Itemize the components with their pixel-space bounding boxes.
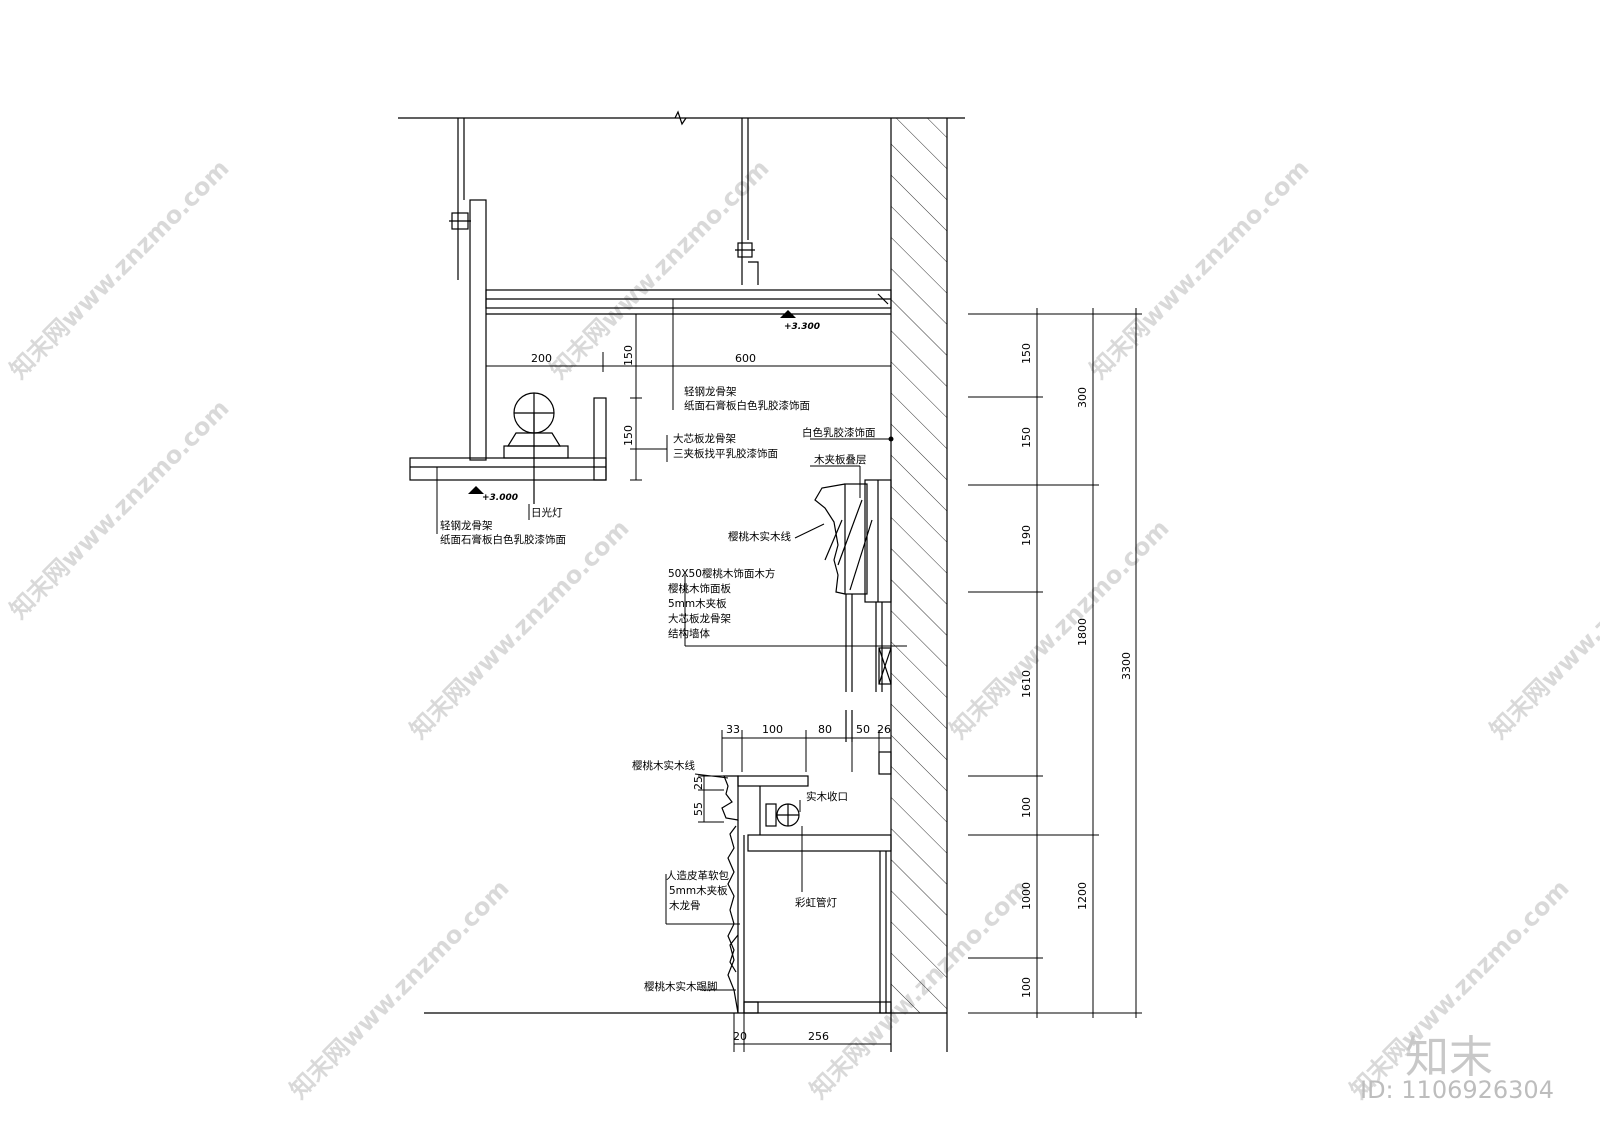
upper-cornice bbox=[814, 479, 892, 603]
dim-right-300: 300 bbox=[1076, 387, 1089, 408]
label-gypsum-1: 纸面石膏板白色乳胶漆饰面 bbox=[684, 399, 810, 412]
watermark-text: 知末网www.znzmo.com bbox=[404, 514, 634, 744]
watermark-text: 知末网www.znzmo.com bbox=[4, 154, 234, 384]
dim-cap-55: 55 bbox=[692, 802, 705, 816]
right-dimensions bbox=[968, 308, 1142, 1018]
dim-cap-100: 100 bbox=[762, 723, 783, 736]
label-cherry-panel: 樱桃木饰面板 bbox=[668, 582, 731, 595]
label-wood-ply-layer: 木夹板叠层 bbox=[814, 453, 867, 466]
label-wood-keel: 木龙骨 bbox=[669, 899, 701, 912]
watermark-text: 知末网www.znzmo.com bbox=[4, 394, 234, 624]
dim-right-1200: 1200 bbox=[1076, 882, 1089, 910]
brand-logo: 知末 bbox=[1405, 1032, 1493, 1083]
suspended-ceiling bbox=[409, 199, 892, 481]
bottom-dimensions bbox=[733, 1013, 891, 1052]
label-white-latex: 白色乳胶漆饰面 bbox=[802, 426, 876, 439]
dim-top-200: 200 bbox=[531, 352, 552, 365]
label-plywood-level: 三夹板找平乳胶漆饰面 bbox=[673, 447, 778, 460]
top-dimensions bbox=[485, 314, 891, 481]
dim-top-150-a: 150 bbox=[622, 345, 635, 366]
label-wood-square: 50X50樱桃木饰面木方 bbox=[668, 567, 775, 580]
label-solid-wood-edge: 实木收口 bbox=[806, 790, 848, 803]
dim-total-3300: 3300 bbox=[1120, 652, 1133, 680]
elevation-soffit: +3.000 bbox=[482, 493, 518, 503]
dim-top-600: 600 bbox=[735, 352, 756, 365]
dim-right-1610: 1610 bbox=[1020, 670, 1033, 698]
label-gypsum-2: 纸面石膏板白色乳胶漆饰面 bbox=[440, 533, 566, 546]
dim-cap-25: 25 bbox=[692, 776, 705, 790]
dim-right-150-b: 150 bbox=[1020, 427, 1033, 448]
wall-panel-upper bbox=[845, 594, 892, 692]
dado-cap bbox=[721, 710, 892, 852]
elevation-ceiling: +3.300 bbox=[784, 322, 820, 332]
label-neon-lamp: 彩虹管灯 bbox=[795, 896, 837, 909]
slab-line bbox=[398, 110, 965, 126]
image-id: ID: 1106926304 bbox=[1360, 1076, 1554, 1104]
dim-right-190: 190 bbox=[1020, 525, 1033, 546]
leader-lines bbox=[436, 299, 907, 991]
watermark-text: 知末网www.znzmo.com bbox=[1084, 154, 1314, 384]
label-core-board-keel-2: 大芯板龙骨架 bbox=[668, 612, 731, 625]
ceiling-hangers bbox=[449, 118, 759, 285]
dim-cap-50: 50 bbox=[856, 723, 870, 736]
label-leather-wrap: 人造皮革软包 bbox=[666, 869, 729, 882]
label-core-board-keel-1: 大芯板龙骨架 bbox=[673, 432, 736, 445]
watermark-group: 知末网www.znzmo.com 知末网www.znzmo.com 知末网www… bbox=[4, 154, 1600, 1104]
label-steel-keel-2: 轻钢龙骨架 bbox=[440, 519, 493, 532]
dim-top-150-b: 150 bbox=[622, 425, 635, 446]
dim-cap-33: 33 bbox=[726, 723, 740, 736]
dim-right-1000: 1000 bbox=[1020, 882, 1033, 910]
cap-dimensions bbox=[698, 730, 891, 823]
watermark-text: 知末网www.znzmo.com bbox=[944, 514, 1174, 744]
label-structural-wall: 结构墙体 bbox=[668, 627, 710, 640]
elevation-markers: +3.300 +3.000 bbox=[468, 310, 820, 503]
structural-wall bbox=[890, 118, 948, 1052]
dim-right-100-a: 100 bbox=[1020, 797, 1033, 818]
dim-bottom-256: 256 bbox=[808, 1030, 829, 1043]
label-ply-5mm-2: 5mm木夹板 bbox=[669, 884, 728, 897]
dim-bottom-20: 20 bbox=[733, 1030, 747, 1043]
dim-right-1800: 1800 bbox=[1076, 618, 1089, 646]
dim-right-100-b: 100 bbox=[1020, 977, 1033, 998]
dim-cap-26: 26 bbox=[877, 723, 891, 736]
dim-cap-80: 80 bbox=[818, 723, 832, 736]
label-ply-5mm-1: 5mm木夹板 bbox=[668, 597, 727, 610]
fluorescent-lamp-symbol bbox=[503, 392, 569, 504]
label-steel-keel-1: 轻钢龙骨架 bbox=[684, 385, 737, 398]
wall-panel-lower bbox=[424, 820, 947, 1014]
watermark-text: 知末网www.znzmo.com bbox=[544, 154, 774, 384]
watermark-text: 知末网www.znzmo.com bbox=[284, 874, 514, 1104]
label-cherry-molding-2: 樱桃木实木线 bbox=[632, 759, 695, 772]
label-fluorescent-lamp: 日光灯 bbox=[531, 506, 563, 519]
dim-right-150-a: 150 bbox=[1020, 343, 1033, 364]
label-cherry-skirting: 樱桃木实木踢脚 bbox=[644, 980, 718, 993]
watermark-text: 知末网www.znzmo.com bbox=[1484, 514, 1600, 744]
label-cherry-molding-1: 樱桃木实木线 bbox=[728, 530, 791, 543]
